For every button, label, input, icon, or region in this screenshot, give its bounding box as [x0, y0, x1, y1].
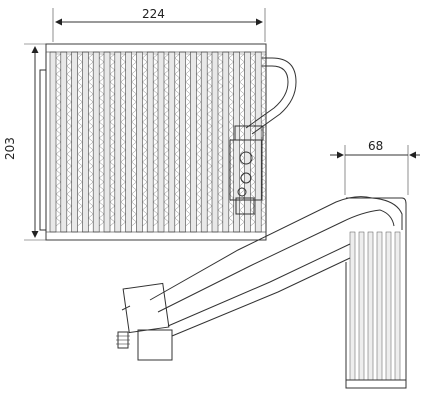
- core-fin: [185, 53, 191, 227]
- core-fin: [109, 53, 116, 227]
- core-tube: [114, 51, 122, 233]
- core-fin: [174, 53, 181, 227]
- height-dimension: 203: [3, 43, 48, 241]
- core-tube: [179, 51, 186, 233]
- core-tube: [200, 51, 208, 233]
- core-fin: [239, 53, 245, 227]
- core-fin: [250, 53, 256, 227]
- core-fin: [120, 53, 127, 227]
- core-fin: [98, 53, 105, 227]
- core-tube: [157, 51, 165, 233]
- core-tube: [222, 51, 230, 233]
- core-tube: [254, 51, 262, 233]
- core-tube: [233, 51, 240, 233]
- core-tube: [190, 51, 197, 233]
- core-tube: [244, 51, 251, 233]
- outlet-pipe: [245, 57, 297, 135]
- core-fin: [217, 53, 224, 227]
- core-tube: [136, 51, 143, 233]
- side-tube: [358, 231, 365, 381]
- core-fin: [142, 53, 148, 227]
- core-tube: [49, 51, 57, 233]
- core-tube: [125, 51, 132, 233]
- evaporator-side-view: [116, 196, 407, 389]
- core-tube: [92, 51, 100, 233]
- core-fin: [152, 53, 159, 227]
- side-view-fins: [349, 231, 401, 381]
- evaporator-core-front-view: [39, 43, 267, 241]
- core-fin: [163, 53, 170, 227]
- side-tube: [385, 231, 392, 381]
- core-fins: [49, 51, 267, 233]
- core-fin: [131, 53, 137, 227]
- core-fin: [228, 53, 235, 227]
- core-fin: [196, 53, 202, 227]
- core-tube: [82, 51, 89, 233]
- core-fin: [77, 53, 83, 227]
- core-fin: [88, 53, 94, 227]
- core-fin: [55, 53, 62, 227]
- height-dimension-label: 203: [3, 137, 17, 160]
- depth-dimension: 68: [330, 139, 420, 195]
- core-fin: [260, 53, 267, 227]
- core-tube: [60, 51, 68, 233]
- depth-dimension-label: 68: [368, 139, 383, 153]
- width-dimension: 224: [52, 7, 266, 42]
- side-tube: [349, 231, 356, 381]
- core-tube: [168, 51, 176, 233]
- side-tube: [376, 231, 383, 381]
- side-tube: [394, 231, 401, 381]
- side-tube: [367, 231, 374, 381]
- core-tube: [71, 51, 78, 233]
- core-fin: [206, 53, 213, 227]
- width-dimension-label: 224: [142, 7, 165, 21]
- core-fin: [66, 53, 73, 227]
- core-tube: [146, 51, 154, 233]
- core-tube: [211, 51, 219, 233]
- core-tube: [103, 51, 111, 233]
- expansion-valve: [229, 125, 264, 215]
